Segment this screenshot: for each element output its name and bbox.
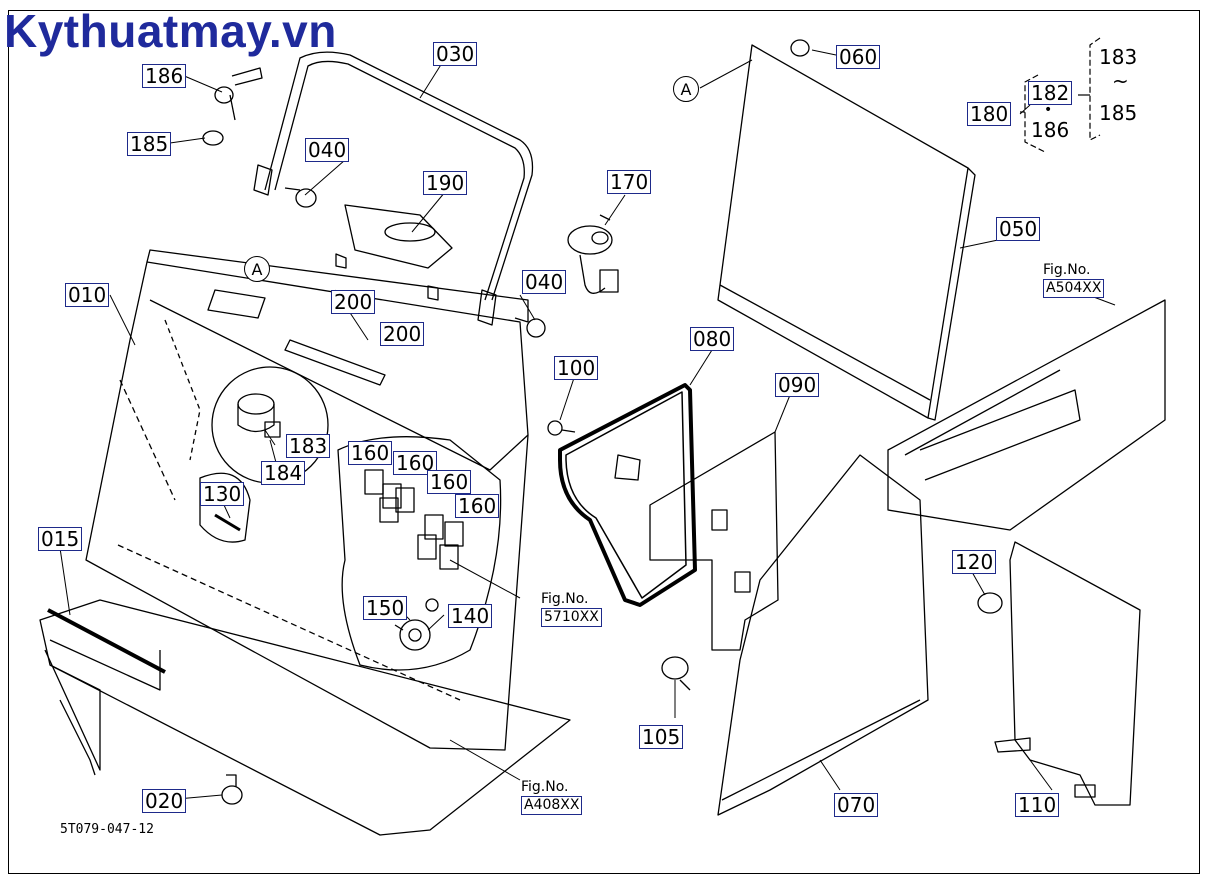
part-label-183[interactable]: 183 <box>286 434 331 458</box>
part-label-200-upper[interactable]: 200 <box>331 290 376 314</box>
callout-a-panel: A <box>244 256 270 282</box>
bolts <box>284 187 546 338</box>
fig-ref-5710xx-number[interactable]: 5710XX <box>541 608 602 627</box>
part-label-120[interactable]: 120 <box>952 550 997 574</box>
ignition-switch <box>237 393 281 438</box>
seal-strip <box>47 608 166 674</box>
part-label-080[interactable]: 080 <box>690 327 735 351</box>
drawing-frame <box>8 10 1200 874</box>
part-label-190[interactable]: 190 <box>423 171 468 195</box>
fig-ref-5710xx-title: Fig.No. <box>541 591 589 607</box>
fig-ref-a408xx-title: Fig.No. <box>521 779 569 795</box>
part-label-140[interactable]: 140 <box>448 604 493 628</box>
part-label-130[interactable]: 130 <box>200 482 245 506</box>
handle-bar <box>264 51 534 301</box>
buzzer <box>394 598 439 651</box>
kit-label-186[interactable]: 186 <box>1031 118 1070 142</box>
fuse-area-outline <box>337 436 502 671</box>
rotary-switch <box>567 214 619 294</box>
part-label-105[interactable]: 105 <box>639 725 684 749</box>
side-cover <box>717 454 929 816</box>
part-label-100[interactable]: 100 <box>554 356 599 380</box>
part-label-050[interactable]: 050 <box>996 217 1041 241</box>
grommet <box>202 130 224 146</box>
kit-dot: • <box>1044 102 1053 118</box>
right-frame <box>887 299 1166 531</box>
brand-watermark: Kythuatmay.vn <box>4 5 337 57</box>
part-label-184[interactable]: 184 <box>261 461 306 485</box>
kit-brackets <box>1024 37 1101 153</box>
part-label-170[interactable]: 170 <box>607 170 652 194</box>
part-label-110[interactable]: 110 <box>1015 793 1060 817</box>
dashboard-panel <box>85 249 529 751</box>
part-label-040-right[interactable]: 040 <box>522 270 567 294</box>
kit-range-separator: ~ <box>1112 69 1129 93</box>
kit-label-182[interactable]: 182 <box>1028 81 1073 105</box>
part-label-160-d[interactable]: 160 <box>455 494 500 518</box>
mounting-plate <box>649 431 779 651</box>
part-label-030[interactable]: 030 <box>433 42 478 66</box>
part-label-150[interactable]: 150 <box>363 596 408 620</box>
part-label-015[interactable]: 015 <box>38 527 83 551</box>
rear-panel <box>994 541 1141 806</box>
fig-ref-a504xx-number[interactable]: A504XX <box>1043 279 1105 298</box>
drawing-code: 5T079-047-12 <box>60 822 154 837</box>
fig-ref-5710xx[interactable]: Fig.No. 5710XX <box>541 591 602 627</box>
relays <box>364 469 464 570</box>
part-label-186[interactable]: 186 <box>142 64 187 88</box>
part-label-090[interactable]: 090 <box>775 373 820 397</box>
key <box>214 67 263 121</box>
kit-range-from-183[interactable]: 183 <box>1099 45 1138 69</box>
cover-plate <box>717 44 976 421</box>
part-label-185[interactable]: 185 <box>127 132 172 156</box>
part-label-010[interactable]: 010 <box>65 283 110 307</box>
part-label-060[interactable]: 060 <box>836 45 881 69</box>
part-label-020[interactable]: 020 <box>142 789 187 813</box>
part-label-200-lower[interactable]: 200 <box>380 322 425 346</box>
lock-cutout <box>199 472 251 543</box>
part-label-070[interactable]: 070 <box>834 793 879 817</box>
kit-range-to-185[interactable]: 185 <box>1099 101 1138 125</box>
lower-frame <box>39 599 571 836</box>
part-label-160-b[interactable]: 160 <box>393 451 438 475</box>
fig-ref-a504xx[interactable]: Fig.No. A504XX <box>1043 262 1105 298</box>
screws <box>221 420 1003 805</box>
kit-label-180[interactable]: 180 <box>967 102 1012 126</box>
leader-lines <box>59 49 1116 801</box>
fig-ref-a408xx-number[interactable]: A408XX <box>521 796 583 815</box>
part-label-040-left[interactable]: 040 <box>305 138 350 162</box>
gasket <box>558 383 697 607</box>
part-label-160-a[interactable]: 160 <box>348 441 393 465</box>
part-label-160-c[interactable]: 160 <box>427 470 472 494</box>
bracket <box>344 204 453 269</box>
fig-ref-a504xx-title: Fig.No. <box>1043 262 1091 278</box>
callout-a-top: A <box>673 76 699 102</box>
fig-ref-a408xx[interactable]: Fig.No. A408XX <box>521 779 583 815</box>
